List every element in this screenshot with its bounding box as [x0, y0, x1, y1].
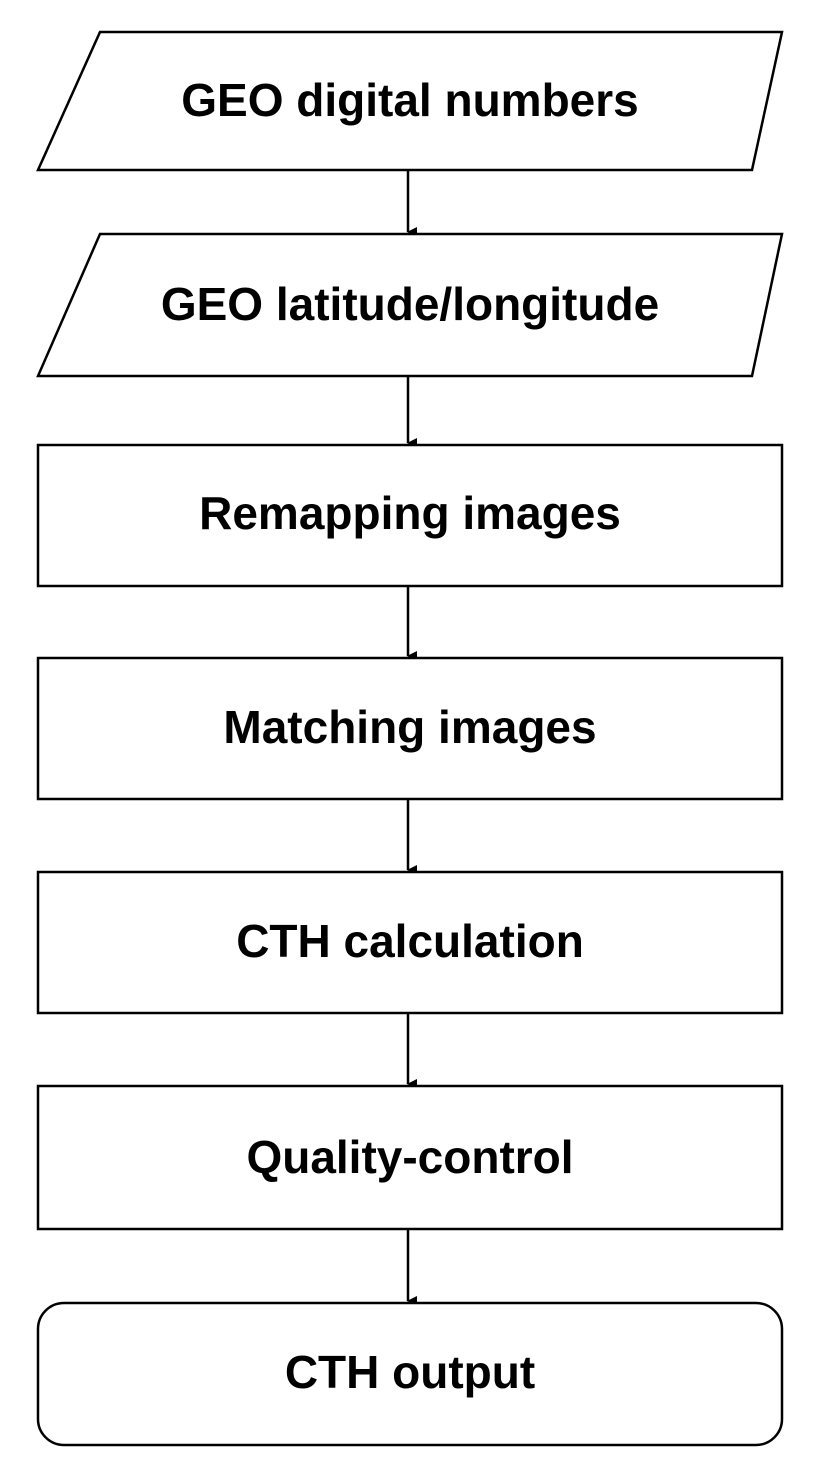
terminal-box [36, 1301, 784, 1447]
step-label: Matching images [223, 701, 596, 753]
parallelogram-shape [36, 232, 784, 378]
step-label: Remapping images [199, 487, 621, 539]
step-geo-digital-numbers: GEO digital numbers [36, 30, 784, 172]
step-geo-latitude-longitude: GEO latitude/longitude [36, 232, 784, 378]
process-box [36, 443, 784, 588]
step-matching-images: Matching images [36, 656, 784, 801]
step-label: GEO digital numbers [181, 74, 639, 126]
process-box [36, 1084, 784, 1231]
step-remapping-images: Remapping images [36, 443, 784, 588]
process-box [36, 870, 784, 1015]
step-label: CTH output [285, 1346, 535, 1398]
parallelogram-shape [36, 30, 784, 172]
step-label: GEO latitude/longitude [161, 278, 659, 330]
step-label: CTH calculation [236, 915, 584, 967]
process-box [36, 656, 784, 801]
step-cth-calculation: CTH calculation [36, 870, 784, 1015]
step-quality-control: Quality-control [36, 1084, 784, 1231]
step-cth-output: CTH output [36, 1301, 784, 1447]
step-label: Quality-control [246, 1131, 573, 1183]
